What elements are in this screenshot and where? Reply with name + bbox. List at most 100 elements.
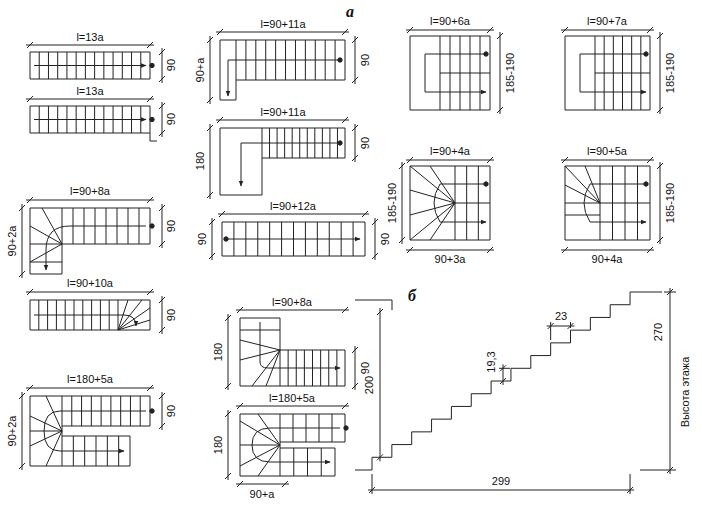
dimension-line — [26, 99, 154, 100]
dimension-line — [561, 30, 654, 31]
dimension-tick — [647, 27, 653, 33]
dimension-tick — [225, 383, 231, 389]
dimension-tick — [27, 197, 33, 203]
start-dot — [338, 58, 342, 62]
dimension-tick — [487, 157, 493, 163]
winder-line — [565, 185, 600, 203]
dimension-line — [368, 490, 634, 491]
dimension-tick — [27, 289, 33, 295]
dimension-tick — [352, 155, 358, 161]
start-dot — [224, 237, 228, 241]
dimension-tick — [362, 211, 368, 217]
dimension-line — [210, 124, 211, 199]
extension-line — [550, 322, 551, 340]
dimension-label: l=90+8а — [69, 185, 111, 198]
dimension-tick — [147, 289, 153, 295]
dimension-line — [228, 314, 229, 390]
dimension-tick — [159, 103, 165, 109]
extension-line — [499, 368, 510, 369]
dimension-label: 90 — [165, 112, 178, 126]
dimension-line — [660, 32, 661, 114]
dimension-label: 90 — [165, 404, 178, 418]
dimension-line — [218, 214, 369, 215]
stair-outline — [240, 414, 345, 476]
dimension-line — [406, 160, 494, 161]
dimension-label: 90+а — [194, 57, 207, 84]
dimension-label: 90 — [196, 232, 209, 246]
start-dot — [484, 182, 488, 186]
dimension-line — [380, 308, 381, 461]
dimension-tick — [497, 33, 503, 39]
dimension-label: 180 — [212, 342, 225, 362]
dimension-line — [162, 102, 163, 137]
dimension-tick — [207, 125, 213, 131]
dimension-label: l=90+8а — [271, 296, 313, 309]
dimension-label: l=90+10а — [66, 277, 114, 290]
dimension-tick — [159, 130, 165, 136]
stair-outline — [565, 36, 650, 110]
winder-line — [46, 396, 62, 431]
dimension-line — [216, 32, 349, 33]
dimension-line — [355, 36, 356, 84]
dimension-tick — [377, 454, 383, 460]
dimension-tick — [562, 157, 568, 163]
dimension-tick — [237, 481, 243, 487]
dimension-tick — [352, 383, 358, 389]
stair-outline — [220, 128, 345, 195]
dimension-line — [561, 250, 654, 251]
dimension-label: l=90+6а — [429, 15, 471, 28]
walk-line — [580, 54, 646, 92]
dimension-tick — [399, 237, 405, 243]
dimension-tick — [237, 403, 243, 409]
dimension-label: 90 — [359, 136, 372, 150]
walk-line — [252, 428, 340, 462]
dimension-tick — [225, 411, 231, 417]
dimension-line — [22, 392, 23, 470]
dimension-label: 19,3 — [485, 350, 498, 373]
dimension-line — [212, 218, 213, 260]
dimension-tick — [487, 27, 493, 33]
dimension-tick — [207, 37, 213, 43]
dimension-tick — [399, 163, 405, 169]
walk-line — [226, 239, 360, 240]
dimension-tick — [159, 423, 165, 429]
dimension-tick — [159, 49, 165, 55]
walk-line — [34, 119, 146, 120]
dimension-tick — [147, 42, 153, 48]
stair-profile — [355, 292, 662, 470]
dimension-tick — [372, 219, 378, 225]
dimension-label: l=90+7а — [586, 15, 628, 28]
dimension-label: 185-190 — [664, 182, 677, 224]
dimension-line — [660, 162, 661, 244]
dimension-tick — [647, 157, 653, 163]
dimension-label: 90+4а — [591, 253, 624, 266]
dimension-label: 185-190 — [664, 52, 677, 94]
dimension-tick — [282, 481, 288, 487]
dimension-line — [561, 160, 654, 161]
dimension-tick — [500, 365, 506, 371]
dimension-tick — [342, 307, 348, 313]
dimension-line — [26, 200, 154, 201]
dimension-line — [406, 30, 494, 31]
dimension-tick — [627, 487, 633, 493]
dimension-tick — [562, 247, 568, 253]
winder-line — [118, 320, 150, 330]
dimension-tick — [352, 347, 358, 353]
dimension-tick — [27, 385, 33, 391]
dimension-tick — [209, 253, 215, 259]
dimension-tick — [19, 205, 25, 211]
dimension-tick — [657, 107, 663, 113]
dimension-tick — [497, 107, 503, 113]
flight-divider — [455, 203, 490, 204]
dimension-label: 90 — [165, 308, 178, 322]
dimension-label: l=90+4а — [429, 145, 471, 158]
start-dot — [344, 426, 348, 430]
dimension-tick — [667, 467, 673, 473]
dimension-tick — [568, 323, 574, 329]
dimension-line — [355, 124, 356, 162]
winder-line — [565, 203, 600, 204]
dimension-label: Высота этажа — [679, 356, 692, 429]
dimension-label: 180 — [194, 151, 207, 171]
walk-line — [425, 54, 486, 92]
dimension-label: l=90+5а — [586, 145, 628, 158]
